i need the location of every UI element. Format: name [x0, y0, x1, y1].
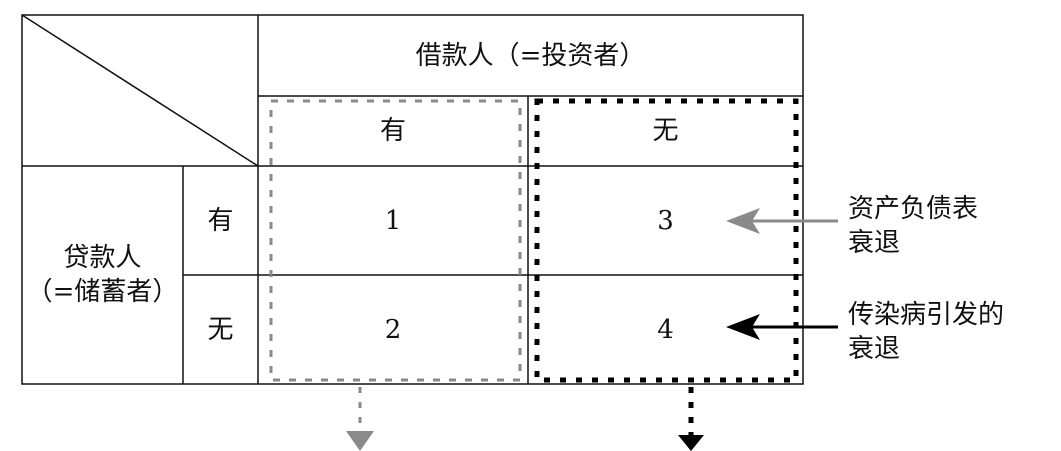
black-left-arrow [726, 314, 838, 340]
lender-header: 贷款人 （=储蓄者） [22, 166, 183, 384]
lender-no-header: 无 [207, 314, 234, 345]
gray-left-arrow [726, 208, 838, 234]
black-dotted-column-box [534, 98, 799, 383]
pandemic-recession-label: 传染病引发的 衰退 [848, 300, 1005, 364]
lender-label: 贷款人 [63, 243, 142, 273]
gray-dashed-column-box [269, 99, 522, 382]
cell-1: 1 [384, 205, 402, 236]
cell-3: 3 [657, 205, 674, 236]
cell-2: 2 [384, 314, 402, 345]
gray-down-arrow [346, 387, 374, 451]
cell-4: 4 [657, 314, 674, 345]
diagonal-line [21, 14, 259, 167]
table-border [21, 14, 804, 385]
borrower-no-header: 无 [652, 116, 679, 146]
borrower-yes-header: 有 [379, 116, 406, 146]
borrower-header: 借款人（=投资者） [415, 40, 646, 71]
black-down-arrow [678, 387, 704, 451]
lender-yes-header: 有 [207, 205, 234, 236]
lender-sublabel: （=储蓄者） [26, 277, 179, 307]
balance-sheet-recession-label: 资产负债表 衰退 [848, 194, 979, 258]
